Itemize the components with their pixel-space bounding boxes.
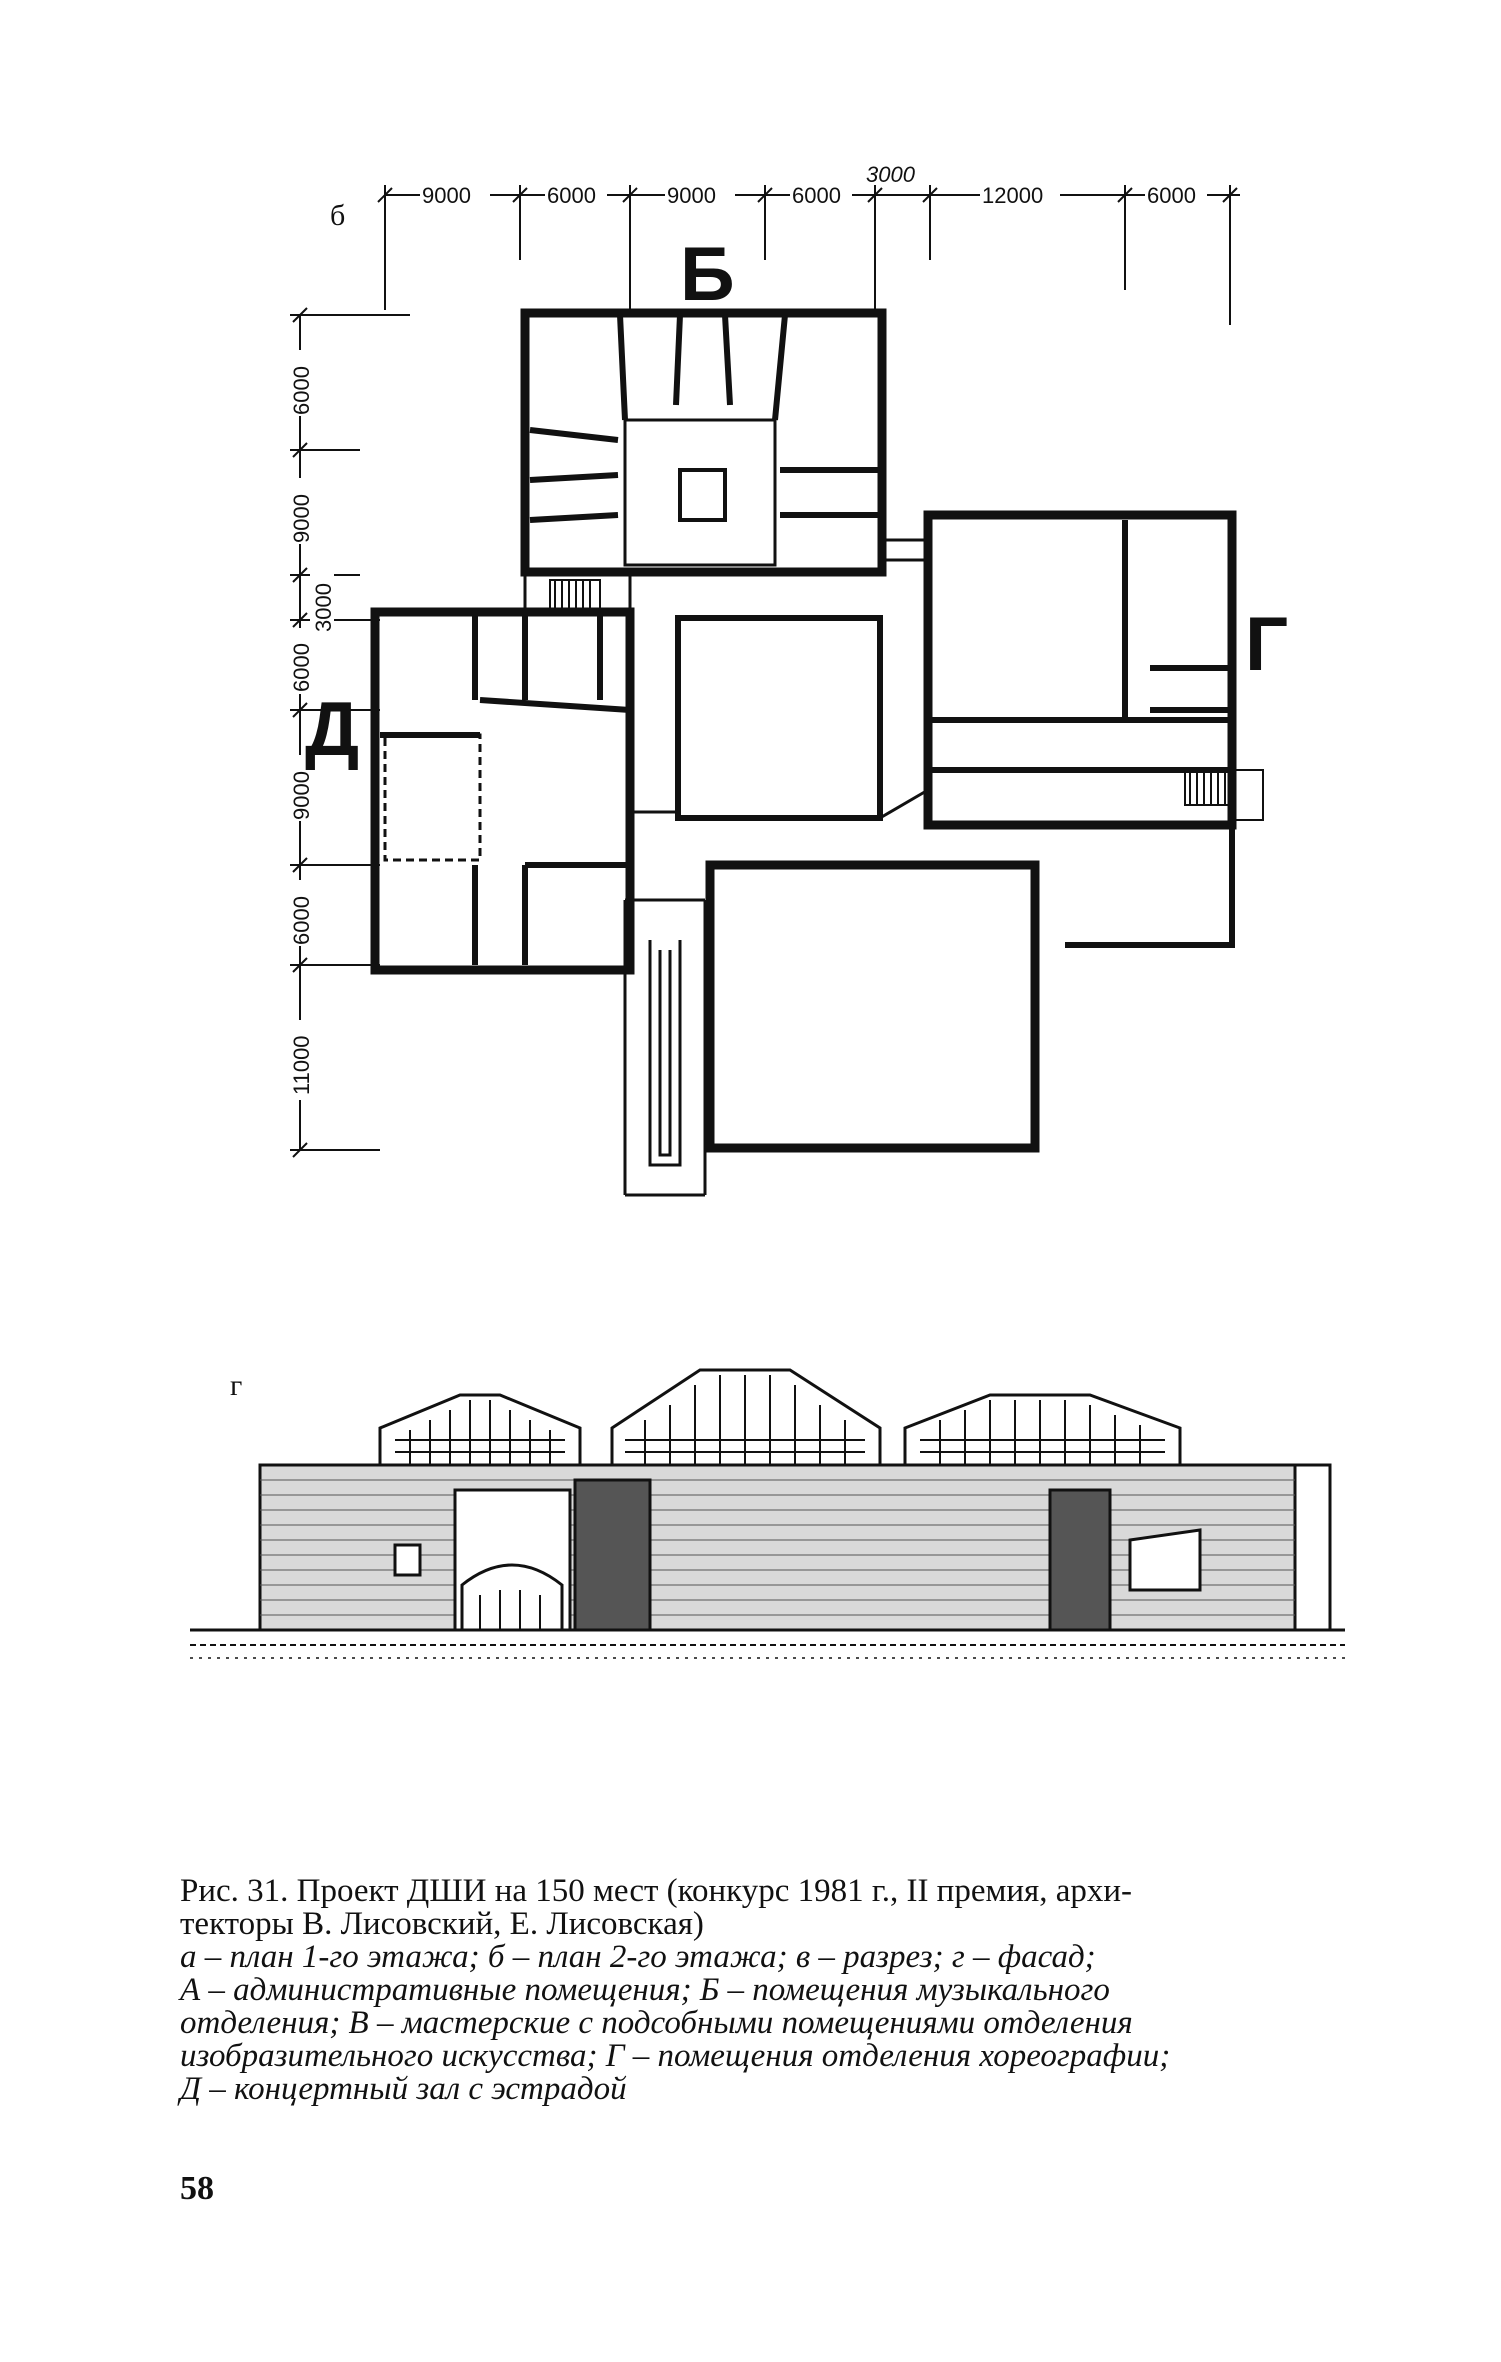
left-dim-6: 6000	[289, 896, 314, 945]
plan-interior-partitions	[380, 314, 1230, 965]
caption-legend-line-1: а – план 1-го этажа; б – план 2-го этажа…	[180, 1939, 1096, 1975]
caption-legend-line-4: изобразительного искусства; Г – помещени…	[180, 2038, 1171, 2074]
floor-plan-drawing: б 9000 6000 9000 6000 3000 12000 6000	[288, 162, 1288, 1197]
caption-legend-line-2: А – административные помещения; Б – поме…	[180, 1972, 1110, 2008]
block-label-d: Д	[305, 687, 359, 772]
top-dim-1: 9000	[422, 183, 471, 208]
facade-panel-label: г	[230, 1369, 242, 1402]
block-label-b: Б	[680, 232, 735, 317]
caption-legend-line-5: Д – концертный зал с эстрадой	[180, 2071, 627, 2107]
left-dim-7: 11000	[289, 1035, 314, 1095]
page-number: 58	[180, 2170, 214, 2207]
plan-stairs	[549, 579, 1264, 821]
caption-title-line-1: Рис. 31. Проект ДШИ на 150 мест (конкурс…	[180, 1873, 1133, 1909]
top-dim-3: 9000	[667, 183, 716, 208]
facade-drawing: г	[190, 1368, 1345, 1659]
figure-caption: Рис. 31. Проект ДШИ на 150 мест (конкурс…	[180, 1875, 1360, 2106]
left-dim-4: 6000	[289, 643, 314, 692]
plan-block-labels: Б Г Д	[305, 232, 1288, 772]
facade-lantern-glazing	[395, 1375, 1165, 1465]
block-label-g: Г	[1245, 602, 1288, 687]
top-dim-7: 6000	[1147, 183, 1196, 208]
top-dimension-labels: 9000 6000 9000 6000 3000 12000 6000	[420, 162, 1207, 208]
left-dim-3: 3000	[311, 583, 336, 632]
left-dim-5: 9000	[289, 771, 314, 820]
caption-title-line-2: текторы В. Лисовский, Е. Лисовская)	[180, 1906, 704, 1942]
left-dimension-labels: 6000 9000 3000 6000 9000 6000 11000	[288, 350, 336, 1100]
plan-walls	[370, 308, 1237, 1153]
caption-legend-line-3: отделения; В – мастерские с подсобными п…	[180, 2005, 1133, 2041]
top-dim-6: 12000	[982, 183, 1043, 208]
plan-thin-walls	[523, 538, 929, 1197]
facade-brick-texture	[260, 1479, 1295, 1616]
facade-entrance	[393, 1488, 572, 1632]
top-dim-4: 6000	[792, 183, 841, 208]
left-dimension-chain	[290, 307, 410, 1158]
facade-main-wall	[258, 1463, 1332, 1632]
left-dim-2: 9000	[289, 494, 314, 543]
facade-roof-lanterns	[378, 1368, 1182, 1467]
plan-panel-label: б	[330, 199, 345, 232]
facade-ground	[190, 1628, 1345, 1659]
top-dim-2: 6000	[547, 183, 596, 208]
facade-recesses	[573, 1478, 1202, 1632]
left-dim-1: 6000	[289, 366, 314, 415]
top-dim-5: 3000	[866, 162, 916, 187]
